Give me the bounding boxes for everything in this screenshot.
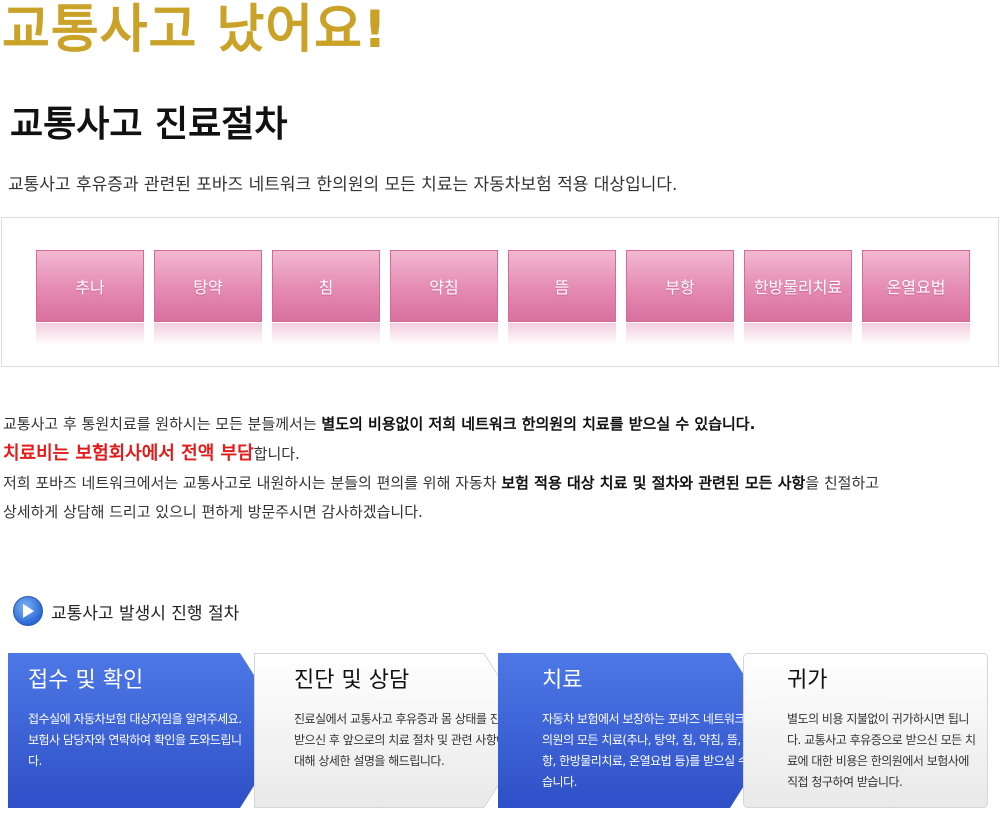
treatment-cupping[interactable]: 부항 <box>626 250 734 345</box>
treatment-pharmacopuncture[interactable]: 약침 <box>390 250 498 345</box>
info-line-1-bold: 별도의 비용없이 저희 네트워크 한의원의 치료를 받으실 수 있습니다. <box>321 415 756 433</box>
info-line-2-red: 치료비는 보험회사에서 전액 부담 <box>3 443 254 464</box>
info-line-4: 상세하게 상담해 드리고 있으니 편하게 방문주시면 감사하겠습니다. <box>3 503 423 521</box>
treatment-moxibustion[interactable]: 뜸 <box>508 250 616 345</box>
treatment-herbal-medicine[interactable]: 탕약 <box>154 250 262 345</box>
process-step-diagnosis: 진단 및 상담 진료실에서 교통사고 후유증과 몸 상태를 진찰 받으신 후 앞… <box>254 653 534 808</box>
info-line-3: 저희 포바즈 네트워크에서는 교통사고로 내원하시는 분들의 편의를 위해 자동… <box>3 469 993 498</box>
treatment-physical-therapy[interactable]: 한방물리치료 <box>744 250 852 345</box>
treatment-thermotherapy[interactable]: 온열요법 <box>862 250 970 345</box>
step-description: 자동차 보험에서 보장하는 포바즈 네트워크 한의원의 모든 치료(추나, 탕약… <box>542 712 763 789</box>
info-line-1-text: 교통사고 후 통원치료를 원하시는 모든 분들께서는 <box>3 415 322 433</box>
process-heading: 교통사고 발생시 진행 절차 <box>13 596 239 626</box>
treatment-acupuncture[interactable]: 침 <box>272 250 380 345</box>
info-line-1: 교통사고 후 통원치료를 원하시는 모든 분들께서는 별도의 비용없이 저희 네… <box>3 410 993 439</box>
section-title: 교통사고 진료절차 <box>10 104 288 145</box>
process-step-reception: 접수 및 확인 접수실에 자동차보험 대상자임을 알려주세요. 보험사 담당자와… <box>8 653 289 808</box>
treatment-list: 추나 탕약 침 약침 뜸 부항 한방물리치료 온열요법 <box>1 217 999 367</box>
step-title: 귀가 <box>787 668 828 693</box>
step-title: 진단 및 상담 <box>294 668 410 693</box>
info-line-2: 치료비는 보험회사에서 전액 부담합니다. <box>3 439 993 469</box>
info-line-3-bold: 보험 적용 대상 치료 및 절차와 관련된 모든 사항 <box>501 474 806 492</box>
step-title: 치료 <box>542 668 583 693</box>
info-line-3-suffix: 을 친절하고 <box>805 474 880 492</box>
play-circle-icon <box>13 596 43 626</box>
step-description: 접수실에 자동차보험 대상자임을 알려주세요. 보험사 담당자와 연락하여 확인… <box>28 712 242 768</box>
step-description: 별도의 비용 지불없이 귀가하시면 됩니다. 교통사고 후유증으로 받으신 모든… <box>787 712 976 789</box>
process-step-treatment: 치료 자동차 보험에서 보장하는 포바즈 네트워크 한의원의 모든 치료(추나,… <box>498 653 779 808</box>
hero-title: 교통사고 났어요! <box>2 0 388 60</box>
info-line-2-text: 합니다. <box>253 445 300 463</box>
info-block: 교통사고 후 통원치료를 원하시는 모든 분들께서는 별도의 비용없이 저희 네… <box>3 410 993 527</box>
process-step-return-home: 귀가 별도의 비용 지불없이 귀가하시면 됩니다. 교통사고 후유증으로 받으신… <box>743 653 988 808</box>
treatment-chuna[interactable]: 추나 <box>36 250 144 345</box>
info-line-3-text: 저희 포바즈 네트워크에서는 교통사고로 내원하시는 분들의 편의를 위해 자동… <box>3 474 502 492</box>
step-description: 진료실에서 교통사고 후유증과 몸 상태를 진찰 받으신 후 앞으로의 치료 절… <box>294 712 511 768</box>
intro-text: 교통사고 후유증과 관련된 포바즈 네트워크 한의원의 모든 치료는 자동차보험… <box>8 175 678 195</box>
process-heading-text: 교통사고 발생시 진행 절차 <box>51 603 240 624</box>
step-title: 접수 및 확인 <box>28 668 144 693</box>
